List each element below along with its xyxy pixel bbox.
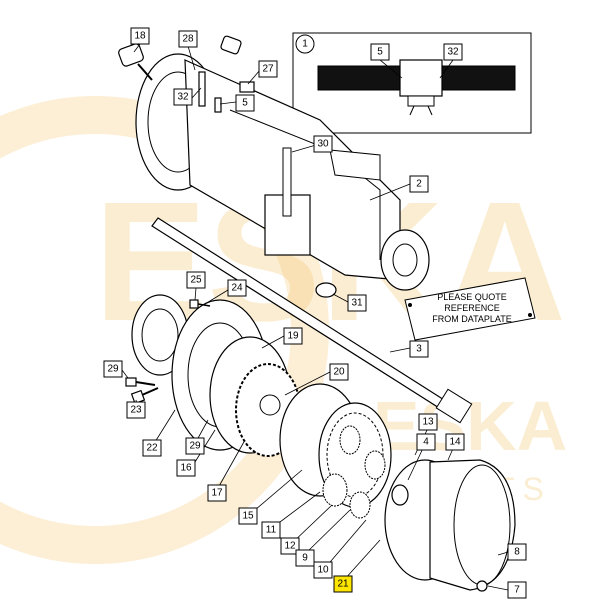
callout-29a: 29 xyxy=(107,364,119,375)
loose-fasteners xyxy=(125,282,337,405)
callout-18: 18 xyxy=(134,31,146,42)
callout-14: 14 xyxy=(449,437,461,448)
callout-25: 25 xyxy=(190,275,202,286)
callout-21-highlighted: 21 xyxy=(337,579,349,590)
callout-5: 5 xyxy=(242,98,248,109)
inset-label-5: 5 xyxy=(377,47,383,58)
watermark-small: ESKA xyxy=(373,387,567,465)
data-plate: PLEASE QUOTE REFERENCE FROM DATAPLATE xyxy=(404,277,536,341)
callout-11: 11 xyxy=(266,525,277,536)
plate-line2: REFERENCE xyxy=(444,303,500,313)
callout-17: 17 xyxy=(211,488,223,499)
callout-13: 13 xyxy=(422,417,434,428)
callout-20: 20 xyxy=(333,367,345,378)
callout-12: 12 xyxy=(284,541,296,552)
callout-15: 15 xyxy=(242,511,254,522)
callout-4: 4 xyxy=(423,437,429,448)
inset-circle-label: 1 xyxy=(302,39,308,50)
callout-9: 9 xyxy=(302,553,308,564)
callout-22: 22 xyxy=(146,443,158,454)
callout-27: 27 xyxy=(262,64,274,75)
callout-24: 24 xyxy=(231,283,243,294)
inset-box: 1 5 32 xyxy=(292,32,532,134)
callout-29b: 29 xyxy=(189,441,201,452)
top-fasteners xyxy=(118,35,255,113)
plate-line1: PLEASE QUOTE xyxy=(437,292,507,302)
callout-19: 19 xyxy=(287,331,299,342)
callout-31: 31 xyxy=(351,298,363,309)
callout-28: 28 xyxy=(182,34,194,45)
inset-label-32: 32 xyxy=(447,47,459,58)
half-shaft xyxy=(151,217,473,424)
callout-23: 23 xyxy=(130,405,142,416)
planetary-gearset xyxy=(279,383,392,519)
callout-10: 10 xyxy=(317,565,329,576)
callout-7: 7 xyxy=(514,585,520,596)
callout-3: 3 xyxy=(416,344,422,355)
callout-16: 16 xyxy=(180,463,192,474)
callout-30: 30 xyxy=(317,139,329,150)
callout-8: 8 xyxy=(514,547,520,558)
plate-line3: FROM DATAPLATE xyxy=(432,314,512,324)
callout-32: 32 xyxy=(177,92,189,103)
callouts: 18 28 27 32 5 30 2 25 24 31 19 3 29 20 2… xyxy=(103,27,527,599)
callout-2: 2 xyxy=(416,179,422,190)
hub-cover xyxy=(384,459,516,592)
